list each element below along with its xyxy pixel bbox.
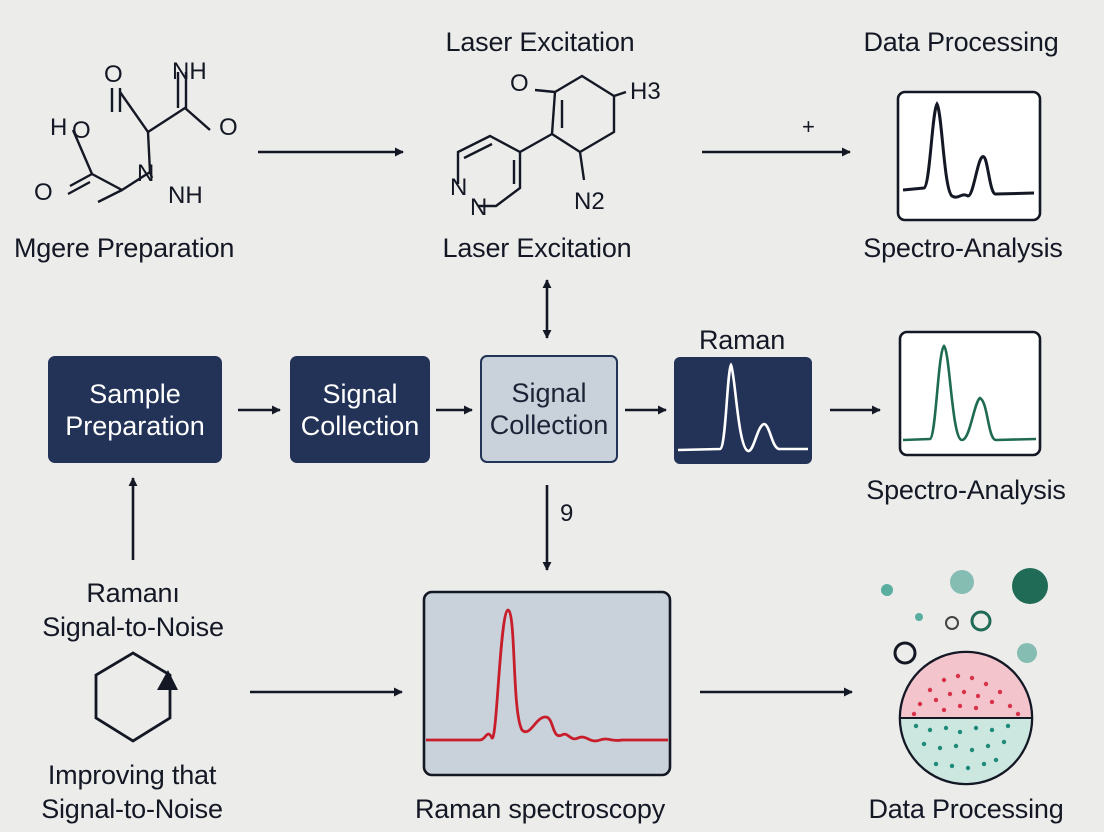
- mol2-atom-n-left: N: [450, 174, 468, 201]
- mol1-atom-n: N: [137, 160, 155, 187]
- mol1-atom-o-ring: O: [72, 117, 91, 144]
- mol1-atom-nh: NH: [172, 58, 207, 85]
- spectrum-chart-green: [898, 330, 1042, 457]
- signal-collection-2-line2: Collection: [489, 410, 609, 440]
- sample-preparation-box: Sample Preparation: [48, 356, 222, 463]
- mol2-atom-h3: H3: [630, 78, 661, 105]
- data-processing-title: Data Processing: [863, 27, 1059, 57]
- signal-collection-box-1: Signal Collection: [290, 356, 430, 463]
- mol1-atom-nh-bottom: NH: [168, 182, 203, 209]
- raman-snr-line2: Signal-to-Noise: [42, 612, 224, 642]
- raman-snr-line1: Ramanı: [86, 578, 180, 608]
- raman-spectroscopy-label: Raman spectroscopy: [414, 794, 666, 824]
- spectro-analysis-label-top: Spectro-Analysis: [863, 233, 1063, 263]
- mol1-atom-o-top: O: [104, 61, 123, 88]
- signal-collection-1-line2: Collection: [300, 410, 420, 441]
- sample-preparation-line2: Preparation: [65, 410, 205, 441]
- mol2-atom-n2: N2: [574, 188, 605, 215]
- mol1-atom-h: H: [50, 114, 68, 141]
- down-arrow-number: 9: [560, 500, 574, 527]
- sample-preparation-line1: Sample: [89, 378, 181, 409]
- signal-collection-1-line1: Signal: [322, 378, 398, 409]
- hexagon-icon: [94, 651, 178, 743]
- data-processing-label-bottom: Data Processing: [868, 794, 1064, 824]
- spectro-analysis-label-middle: Spectro-Analysis: [866, 475, 1066, 505]
- mol2-atom-o: O: [510, 70, 529, 97]
- laser-excitation-label: Laser Excitation: [442, 233, 632, 263]
- improving-snr-line1: Improving that: [47, 760, 217, 790]
- molecule-2-structure: [456, 74, 627, 208]
- signal-collection-2-line1: Signal: [511, 378, 587, 408]
- plus-sign: +: [802, 114, 815, 139]
- mgere-preparation-label: Mgere Preparation: [14, 233, 235, 263]
- raman-title: Raman: [698, 325, 786, 355]
- mol1-atom-o-left: O: [34, 179, 53, 206]
- data-processing-visual: [881, 568, 1048, 786]
- raman-spectroscopy-chart: [422, 590, 672, 777]
- raman-spectrum-box: [674, 357, 812, 464]
- spectrum-chart-top: [896, 90, 1042, 222]
- molecule-1-structure: [67, 72, 211, 204]
- mol1-atom-o-right: O: [219, 114, 238, 141]
- signal-collection-box-2: Signal Collection: [480, 355, 618, 463]
- improving-snr-line2: Signal-to-Noise: [41, 794, 223, 824]
- laser-excitation-title: Laser Excitation: [445, 27, 635, 57]
- mol2-atom-n-bottom: N: [470, 194, 488, 221]
